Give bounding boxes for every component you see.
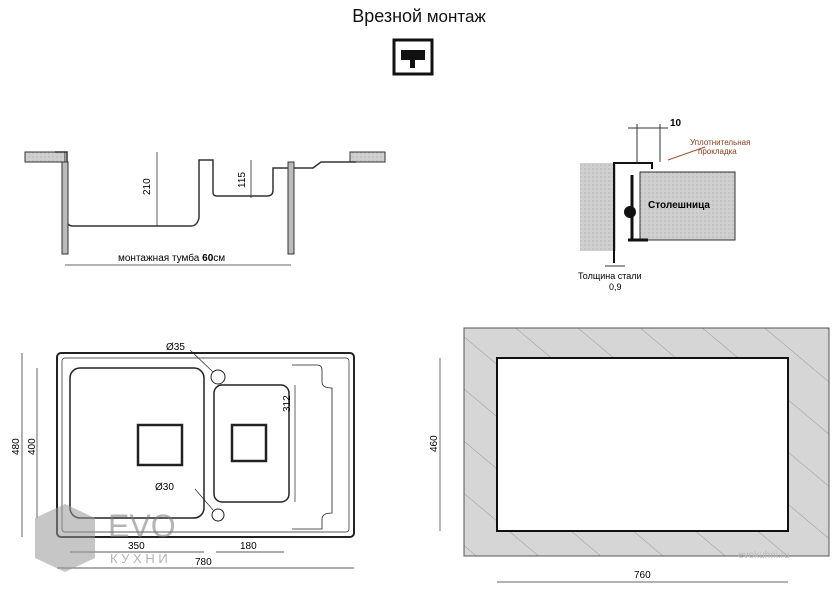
gasket-label-2: прокладка xyxy=(698,147,737,156)
gasket-label-1: Уплотнительная xyxy=(690,138,750,147)
dim-760: 760 xyxy=(634,570,651,581)
title-bold: Врезной xyxy=(352,6,423,26)
dim-d30: Ø30 xyxy=(155,482,174,493)
cabinet-label: монтажная тумба 60см xyxy=(118,252,225,264)
dim-d35: Ø35 xyxy=(166,342,185,353)
watermark-site: evokuhni.ru xyxy=(738,550,790,561)
steel-value: 0,9 xyxy=(609,282,622,292)
dim-480: 480 xyxy=(11,438,22,455)
dim-10: 10 xyxy=(670,118,682,129)
dim-210: 210 xyxy=(142,178,153,195)
steel-label: Толщина стали xyxy=(578,271,642,281)
dim-115: 115 xyxy=(237,172,248,188)
dim-460: 460 xyxy=(429,435,440,452)
sink-cross-section xyxy=(24,151,386,266)
dim-780: 780 xyxy=(195,557,212,568)
evo-watermark-logo: EVO К У Х Н И xyxy=(35,504,176,572)
sink-plan-view xyxy=(21,349,355,569)
mounting-detail xyxy=(580,124,736,267)
flush-mount-icon xyxy=(392,38,434,76)
dim-350: 350 xyxy=(128,541,145,552)
dim-400: 400 xyxy=(27,438,38,455)
dim-180: 180 xyxy=(240,541,257,552)
countertop-cutout xyxy=(439,327,830,583)
title-rest: монтаж xyxy=(422,7,486,26)
page-title: Врезной монтаж xyxy=(0,6,838,27)
svg-text:EVO: EVO xyxy=(108,508,176,544)
svg-text:К У Х Н И: К У Х Н И xyxy=(110,551,168,566)
dim-312: 312 xyxy=(282,395,293,412)
countertop-label: Столешница xyxy=(648,200,710,211)
